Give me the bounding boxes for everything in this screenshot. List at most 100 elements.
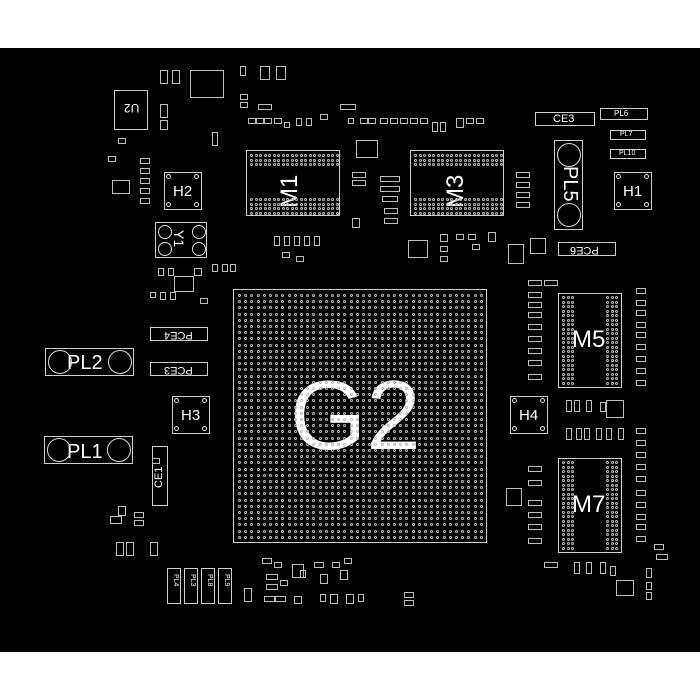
solder-pad — [318, 498, 322, 502]
solder-pad — [479, 368, 483, 372]
solder-pad — [312, 374, 316, 378]
passive-component — [294, 596, 302, 604]
solder-pad — [436, 461, 440, 465]
solder-pad — [244, 387, 248, 390]
solder-pad — [244, 331, 248, 335]
solder-pad — [455, 442, 458, 446]
solder-pad — [331, 380, 334, 384]
passive-component — [516, 182, 530, 188]
solder-pad — [324, 411, 328, 415]
passive-component — [134, 520, 144, 526]
solder-pad — [606, 474, 609, 478]
solder-pad — [238, 312, 241, 316]
solder-pad — [324, 393, 328, 397]
solder-pad — [331, 325, 334, 328]
solder-pad — [468, 211, 471, 215]
solder-pad — [442, 523, 446, 527]
solder-pad — [571, 470, 574, 473]
solder-pad — [256, 312, 260, 316]
passive-component — [274, 596, 286, 602]
solder-pad — [380, 424, 384, 428]
solder-pad — [374, 436, 378, 440]
solder-pad — [268, 211, 271, 215]
pl4-label: PL4 — [172, 574, 179, 587]
solder-pad — [417, 492, 421, 496]
solder-pad — [610, 359, 614, 362]
solder-pad — [393, 405, 396, 409]
solder-pad — [566, 497, 570, 500]
solder-pad — [405, 399, 409, 403]
solder-pad — [463, 158, 467, 162]
solder-pad — [441, 207, 444, 210]
solder-pad — [324, 529, 328, 533]
solder-pad — [256, 467, 260, 471]
component-pad — [557, 203, 581, 227]
solder-pad — [615, 510, 618, 514]
solder-pad — [331, 158, 334, 162]
solder-pad — [571, 497, 574, 500]
solder-pad — [312, 318, 316, 322]
h2-label: H2 — [173, 183, 193, 200]
solder-pad — [244, 480, 248, 483]
solder-pad — [423, 158, 426, 162]
solder-pad — [399, 511, 403, 514]
solder-pad — [312, 517, 316, 521]
solder-pad — [275, 343, 279, 347]
solder-pad — [430, 294, 434, 297]
solder-pad — [479, 492, 483, 496]
solder-pad — [312, 380, 316, 384]
solder-pad — [281, 368, 285, 372]
solder-pad — [430, 356, 434, 359]
solder-pad — [355, 300, 359, 304]
passive-component — [306, 118, 312, 126]
solder-pad — [275, 517, 279, 521]
solder-pad — [566, 461, 570, 464]
solder-pad — [337, 449, 341, 452]
solder-pad — [380, 498, 384, 502]
solder-pad — [399, 430, 403, 434]
solder-pad — [417, 461, 421, 465]
solder-pad — [562, 497, 565, 500]
solder-pad — [399, 529, 403, 533]
solder-pad — [467, 325, 471, 328]
solder-pad — [324, 473, 328, 477]
solder-pad — [615, 488, 618, 491]
solder-pad — [479, 535, 483, 539]
solder-pad — [281, 325, 285, 328]
solder-pad — [571, 350, 574, 353]
solder-pad — [467, 368, 471, 372]
solder-pad — [467, 430, 471, 434]
h1-mount — [614, 172, 652, 210]
solder-pad — [349, 362, 353, 366]
solder-pad — [287, 343, 291, 347]
solder-pad — [436, 511, 440, 514]
solder-pad — [281, 411, 285, 415]
solder-pad — [322, 163, 325, 166]
solder-pad — [417, 368, 421, 372]
solder-pad — [308, 158, 312, 162]
solder-pad — [615, 479, 618, 482]
solder-pad — [481, 163, 485, 166]
solder-pad — [606, 345, 609, 349]
solder-pad — [610, 483, 614, 487]
solder-pad — [368, 300, 372, 304]
solder-pad — [566, 368, 570, 371]
solder-pad — [430, 430, 434, 434]
solder-pad — [306, 480, 310, 483]
solder-pad — [269, 306, 272, 310]
solder-pad — [399, 318, 403, 322]
solder-pad — [411, 449, 415, 452]
component-pad — [107, 438, 131, 462]
solder-pad — [337, 498, 341, 502]
solder-pad — [287, 405, 291, 409]
component-pad — [192, 225, 206, 239]
solder-pad — [566, 345, 570, 349]
solder-pad — [393, 318, 396, 322]
solder-pad — [405, 511, 409, 514]
solder-pad — [615, 492, 618, 496]
pl1-inductor — [44, 436, 133, 464]
solder-pad — [472, 158, 476, 162]
solder-pad — [393, 387, 396, 390]
solder-pad — [355, 498, 359, 502]
solder-pad — [300, 411, 303, 415]
